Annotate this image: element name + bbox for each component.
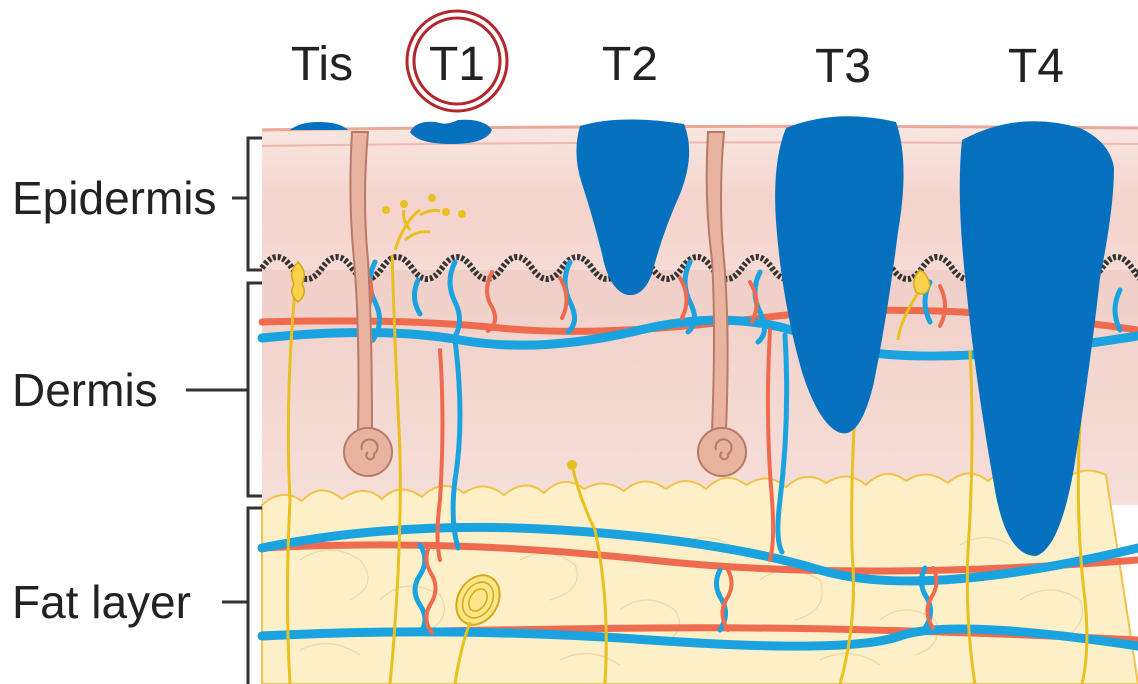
stage-label-t4: T4	[1008, 40, 1064, 93]
stage-label-t2: T2	[602, 38, 658, 91]
layer-label-epidermis: Epidermis	[12, 172, 217, 224]
stage-labels: Tis T1 T2 T3 T4	[291, 11, 1064, 111]
layer-label-dermis: Dermis	[12, 364, 158, 416]
fat-bracket	[248, 508, 262, 684]
epidermis-bracket	[248, 138, 262, 270]
stage-label-t1: T1	[429, 38, 485, 91]
stage-label-tis: Tis	[291, 38, 353, 91]
stage-label-t3: T3	[815, 40, 871, 93]
dermis-bracket	[248, 283, 262, 496]
tumor-tis	[290, 122, 348, 130]
layer-label-fat: Fat layer	[12, 576, 191, 628]
meissner-corpuscle	[292, 262, 305, 302]
